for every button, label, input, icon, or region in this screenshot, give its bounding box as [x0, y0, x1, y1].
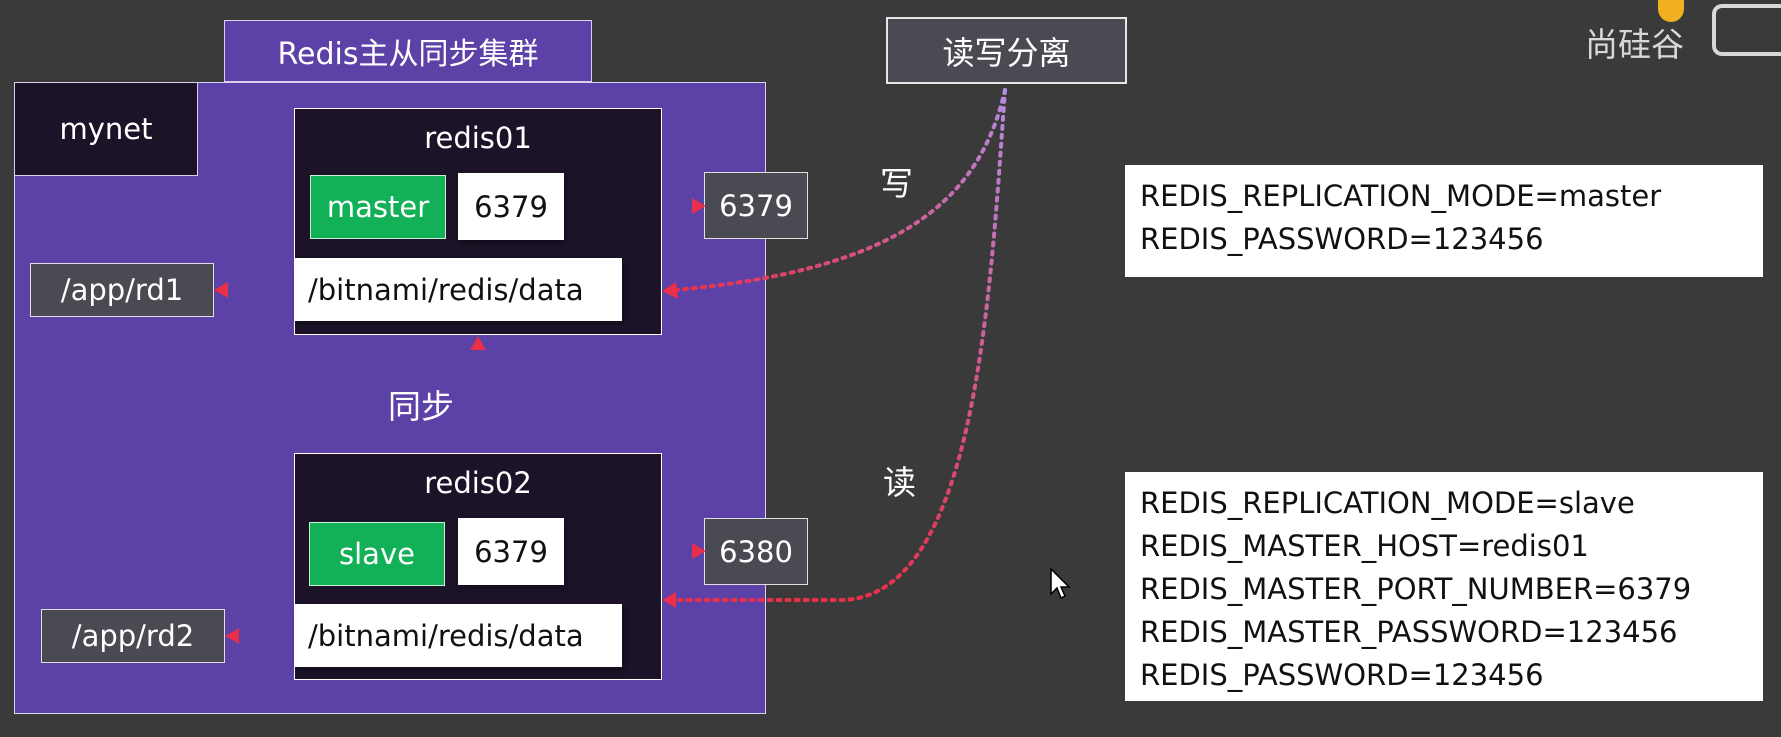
slave-env-line: REDIS_MASTER_PORT_NUMBER=6379	[1140, 572, 1692, 606]
network-label: mynet	[14, 82, 198, 176]
write-label: 写	[880, 164, 913, 203]
master-host-volume: /app/rd1	[30, 263, 214, 317]
slave-host-volume: /app/rd2	[41, 609, 225, 663]
slave-data-path: /bitnami/redis/data	[294, 604, 622, 667]
write-arrowhead	[662, 282, 678, 299]
sync-arrowhead	[470, 336, 486, 350]
master-role-badge: master	[310, 175, 446, 239]
bilibili-logo-icon	[1712, 4, 1781, 56]
master-env-line: REDIS_REPLICATION_MODE=master	[1140, 179, 1662, 213]
master-env-box: REDIS_REPLICATION_MODE=master REDIS_PASS…	[1125, 165, 1763, 277]
slave-container-port: 6379	[458, 518, 564, 585]
read-arrowhead	[662, 592, 676, 608]
slave-env-line: REDIS_MASTER_PASSWORD=123456	[1140, 615, 1678, 649]
read-curve	[673, 88, 1007, 602]
slave-role-badge: slave	[309, 522, 445, 586]
read-write-split-box: 读写分离	[886, 17, 1127, 84]
slave-env-box: REDIS_REPLICATION_MODE=slave REDIS_MASTE…	[1125, 472, 1763, 701]
brand-logo-icon	[1658, 0, 1684, 22]
master-data-path: /bitnami/redis/data	[294, 258, 622, 321]
cluster-title: Redis主从同步集群	[224, 20, 592, 82]
master-container-port: 6379	[458, 173, 564, 240]
master-host-port: 6379	[704, 172, 808, 239]
slave-env-line: REDIS_PASSWORD=123456	[1140, 658, 1544, 692]
volume-rd2-arrowhead	[225, 628, 239, 644]
slave-port-arrowhead	[692, 543, 706, 559]
slave-host-port: 6380	[704, 518, 808, 585]
watermark-text: 尚硅谷	[1585, 25, 1684, 64]
write-curve	[673, 88, 1007, 292]
sync-label: 同步	[388, 387, 454, 426]
master-port-arrowhead	[692, 198, 706, 214]
slave-env-line: REDIS_REPLICATION_MODE=slave	[1140, 486, 1635, 520]
master-env-line: REDIS_PASSWORD=123456	[1140, 222, 1544, 256]
master-node-name: redis01	[424, 121, 532, 155]
read-label: 读	[883, 463, 916, 502]
slave-node-name: redis02	[424, 466, 532, 500]
volume-rd1-arrowhead	[214, 282, 228, 298]
slave-env-line: REDIS_MASTER_HOST=redis01	[1140, 529, 1589, 563]
cursor-arrow-icon	[1050, 568, 1071, 600]
